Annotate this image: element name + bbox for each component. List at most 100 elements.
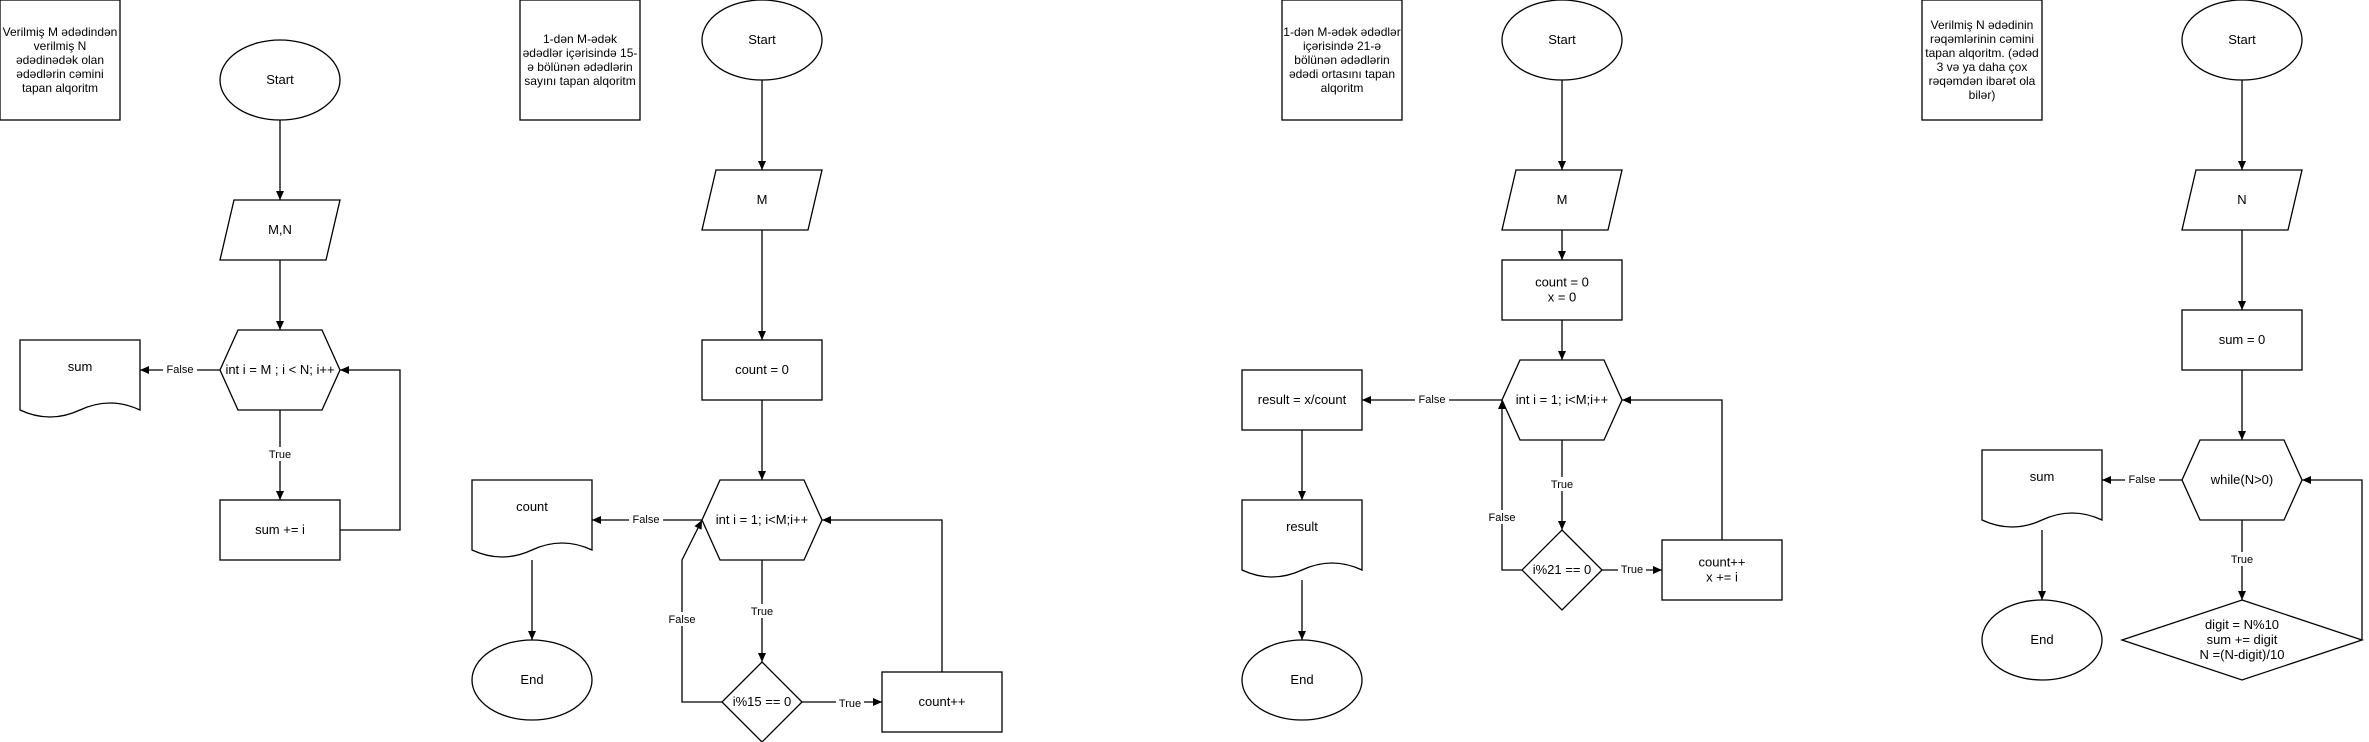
d1-body-node-text-line: sum += i <box>255 522 305 537</box>
d2-description-note-text-line: 1-dən M-ədək <box>543 32 618 46</box>
d4-edge-loop-body-label: True <box>2228 552 2256 566</box>
d3-output-node[interactable]: result <box>1241 499 1363 578</box>
d2-cond-node[interactable]: i%15 == 0 <box>721 661 803 742</box>
d1-description-note-text-line: ədədinədək olan <box>16 53 104 67</box>
d3-start-node-text: Start <box>1548 32 1576 47</box>
d2-body-node-text: count++ <box>919 694 966 709</box>
d2-end-node-text-line: End <box>520 672 543 687</box>
d2-output-node[interactable]: count <box>471 479 593 558</box>
d4-end-node-text: End <box>2030 632 2053 647</box>
d3-edge-body-loop <box>1622 396 1723 540</box>
d4-init-node[interactable]: sum = 0 <box>2181 309 2303 371</box>
d2-end-node-text: End <box>520 672 543 687</box>
d2-edge-cond-loop <box>681 519 722 703</box>
d2-start-node[interactable]: Start <box>701 0 823 81</box>
d2-init-node-text: count = 0 <box>735 362 789 377</box>
d1-input-node[interactable]: M,N <box>219 199 341 261</box>
d1-description-note-text-line: ədədlərin cəmini <box>16 67 103 81</box>
d3-output-node-text: result <box>1286 519 1318 534</box>
d3-cond-node-text-line: i%21 == 0 <box>1533 562 1592 577</box>
d1-output-node[interactable]: sum <box>19 339 141 418</box>
d4-input-node[interactable]: N <box>2181 169 2303 231</box>
d3-input-node-text-line: M <box>1557 192 1568 207</box>
d3-result-node[interactable]: result = x/count <box>1241 369 1363 431</box>
d3-edge-loop-cond-label: True <box>1548 477 1576 491</box>
d3-description-note-text-line: 1-dən M-ədək ədədlər <box>1283 25 1400 39</box>
d2-cond-node-text: i%15 == 0 <box>733 694 792 709</box>
d2-input-node-text-line: M <box>757 192 768 207</box>
d3-cond-node-text: i%21 == 0 <box>1533 562 1592 577</box>
d4-input-node-text: N <box>2237 192 2246 207</box>
d3-start-node[interactable]: Start <box>1501 0 1623 81</box>
d2-edge-loop-cond-label-text: True <box>751 606 773 618</box>
d1-body-node[interactable]: sum += i <box>219 499 341 561</box>
d4-edge-loop-output-label: False <box>2125 472 2159 486</box>
d3-description-note-text-line: bölünən ədədlərin <box>1294 53 1389 67</box>
d4-description-note-text-line: rəqəmdən ibarət ola <box>1929 74 2036 88</box>
d3-edge-cond-body-label: True <box>1618 562 1646 576</box>
d4-output-node[interactable]: sum <box>1981 449 2103 528</box>
d3-input-node-text: M <box>1557 192 1568 207</box>
d2-body-node[interactable]: count++ <box>881 671 1003 733</box>
d1-edge-loop-output-label: False <box>163 362 197 376</box>
d2-end-node[interactable]: End <box>471 639 593 721</box>
d1-start-node-text-line: Start <box>266 72 294 87</box>
d3-description-note-text-line: içərisində 21-ə <box>1303 39 1381 53</box>
d3-body-node[interactable]: count++x += i <box>1661 539 1783 601</box>
d1-start-node-text: Start <box>266 72 294 87</box>
d3-edge-loop-result-label-text: False <box>1419 394 1446 406</box>
d4-edge-loop-body-label-text: True <box>2231 554 2253 566</box>
d2-loop-node[interactable]: int i = 1; i<M;i++ <box>701 479 823 561</box>
d4-body-node-text-line: sum += digit <box>2207 632 2278 647</box>
d3-result-node-text: result = x/count <box>1258 392 1347 407</box>
d3-edge-cond-loop-label-text: False <box>1489 512 1516 524</box>
d4-body-node-text-line: digit = N%10 <box>2205 617 2279 632</box>
d3-start-node-text-line: Start <box>1548 32 1576 47</box>
d1-edge-body-loop <box>340 366 401 531</box>
d4-description-note-text-line: tapan alqoritm. (ədəd <box>1925 46 2038 60</box>
d4-end-node[interactable]: End <box>1981 599 2103 681</box>
d1-description-note-text-line: tapan alqoritm <box>22 81 98 95</box>
d1-loop-node-text: int i = M ; i < N; i++ <box>225 362 334 377</box>
d1-input-node-text-line: M,N <box>268 222 292 237</box>
d1-loop-node[interactable]: int i = M ; i < N; i++ <box>219 329 341 411</box>
d4-start-node[interactable]: Start <box>2181 0 2303 81</box>
d1-start-node[interactable]: Start <box>219 39 341 121</box>
d2-loop-node-text-line: int i = 1; i<M;i++ <box>716 512 809 527</box>
d3-body-node-text-line: x += i <box>1706 570 1738 585</box>
d4-loop-node[interactable]: while(N>0) <box>2181 439 2303 521</box>
d3-loop-node[interactable]: int i = 1; i<M;i++ <box>1501 359 1623 441</box>
d3-init-node-text-line: count = 0 <box>1535 275 1589 290</box>
d2-edge-loop-output-label-text: False <box>633 514 660 526</box>
d4-edge-body-loop <box>2302 476 2363 640</box>
d4-loop-node-text-line: while(N>0) <box>2210 472 2274 487</box>
d3-edge-loop-cond-label-text: True <box>1551 479 1573 491</box>
d4-output-node-text: sum <box>2030 469 2055 484</box>
d1-edge-loop-body-label-text: True <box>269 449 291 461</box>
d2-description-note-text-line: sayını tapan alqoritm <box>524 74 635 88</box>
d3-loop-node-text: int i = 1; i<M;i++ <box>1516 392 1609 407</box>
d4-description-note-text-line: rəqəmlərinin cəmini <box>1930 32 2034 46</box>
d2-init-node[interactable]: count = 0 <box>701 339 823 401</box>
d3-edge-cond-loop <box>1498 400 1522 571</box>
d4-output-node-text-line: sum <box>2030 469 2055 484</box>
d3-output-node-text-line: result <box>1286 519 1318 534</box>
d2-input-node[interactable]: M <box>701 169 823 231</box>
d3-cond-node[interactable]: i%21 == 0 <box>1521 529 1603 611</box>
d3-end-node[interactable]: End <box>1241 639 1363 721</box>
d2-edge-cond-loop-label: False <box>665 612 699 626</box>
d2-edge-cond-body-label-text: True <box>839 698 861 710</box>
d2-start-node-text: Start <box>748 32 776 47</box>
d3-input-node[interactable]: M <box>1501 169 1623 231</box>
